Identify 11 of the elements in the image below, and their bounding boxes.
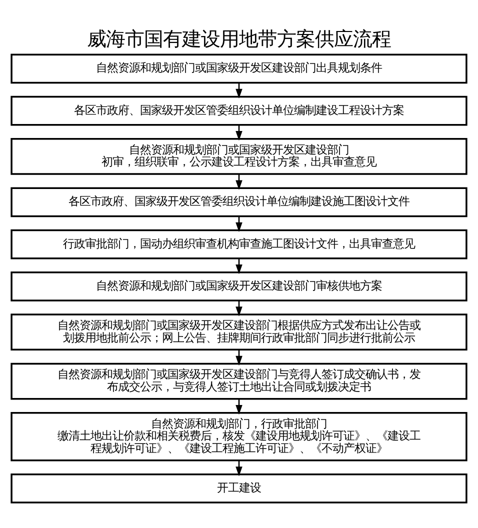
diagram-title: 威海市国有建设用地带方案供应流程 [87, 26, 391, 50]
node-box: 各区市政府、国家级开发区管委组织设计单位编制建设施工图设计文件 [10, 186, 468, 217]
node-box: 自然资源和规划部门或国家级开发区建设部门与竞得人签订成交确认书，发布成交公示，与竞得人签订土地出让合同或划拨决定书 [10, 362, 468, 400]
node-box: 自然资源和规划部门或国家级开发区建设部门根据供应方式发布出让公告或划拨用地批前公示；网上公告、挂牌期间行政审批部门同步进行批前公示 [10, 313, 468, 350]
node-box: 开工建设 [10, 473, 468, 503]
node-box: 自然资源和规划部门或国家级开发区建设部门 初审，组织联审，公示建设工程设计方案，出具审查意见 [10, 138, 468, 174]
node-box: 自然资源和规划部门或国家级开发区建设部门出具规划条件 [10, 53, 468, 84]
node-box: 行政审批部门，国动办组织审查机构审查施工图设计文件，出具审查意见 [10, 228, 468, 259]
node-box: 各区市政府、国家级开发区管委组织设计单位编制建设工程设计方案 [10, 95, 468, 126]
node-box: 自然资源和规划部门或国家级开发区建设部门审核供地方案 [10, 271, 468, 301]
node-box: 自然资源和规划部门，行政审批部门 缴清土地出让价款和相关税费后，核发《建设用地规划许可证》、《建设工程规划许可证》、《建设工程施工许可证》、《不动产权证》 [10, 412, 468, 461]
